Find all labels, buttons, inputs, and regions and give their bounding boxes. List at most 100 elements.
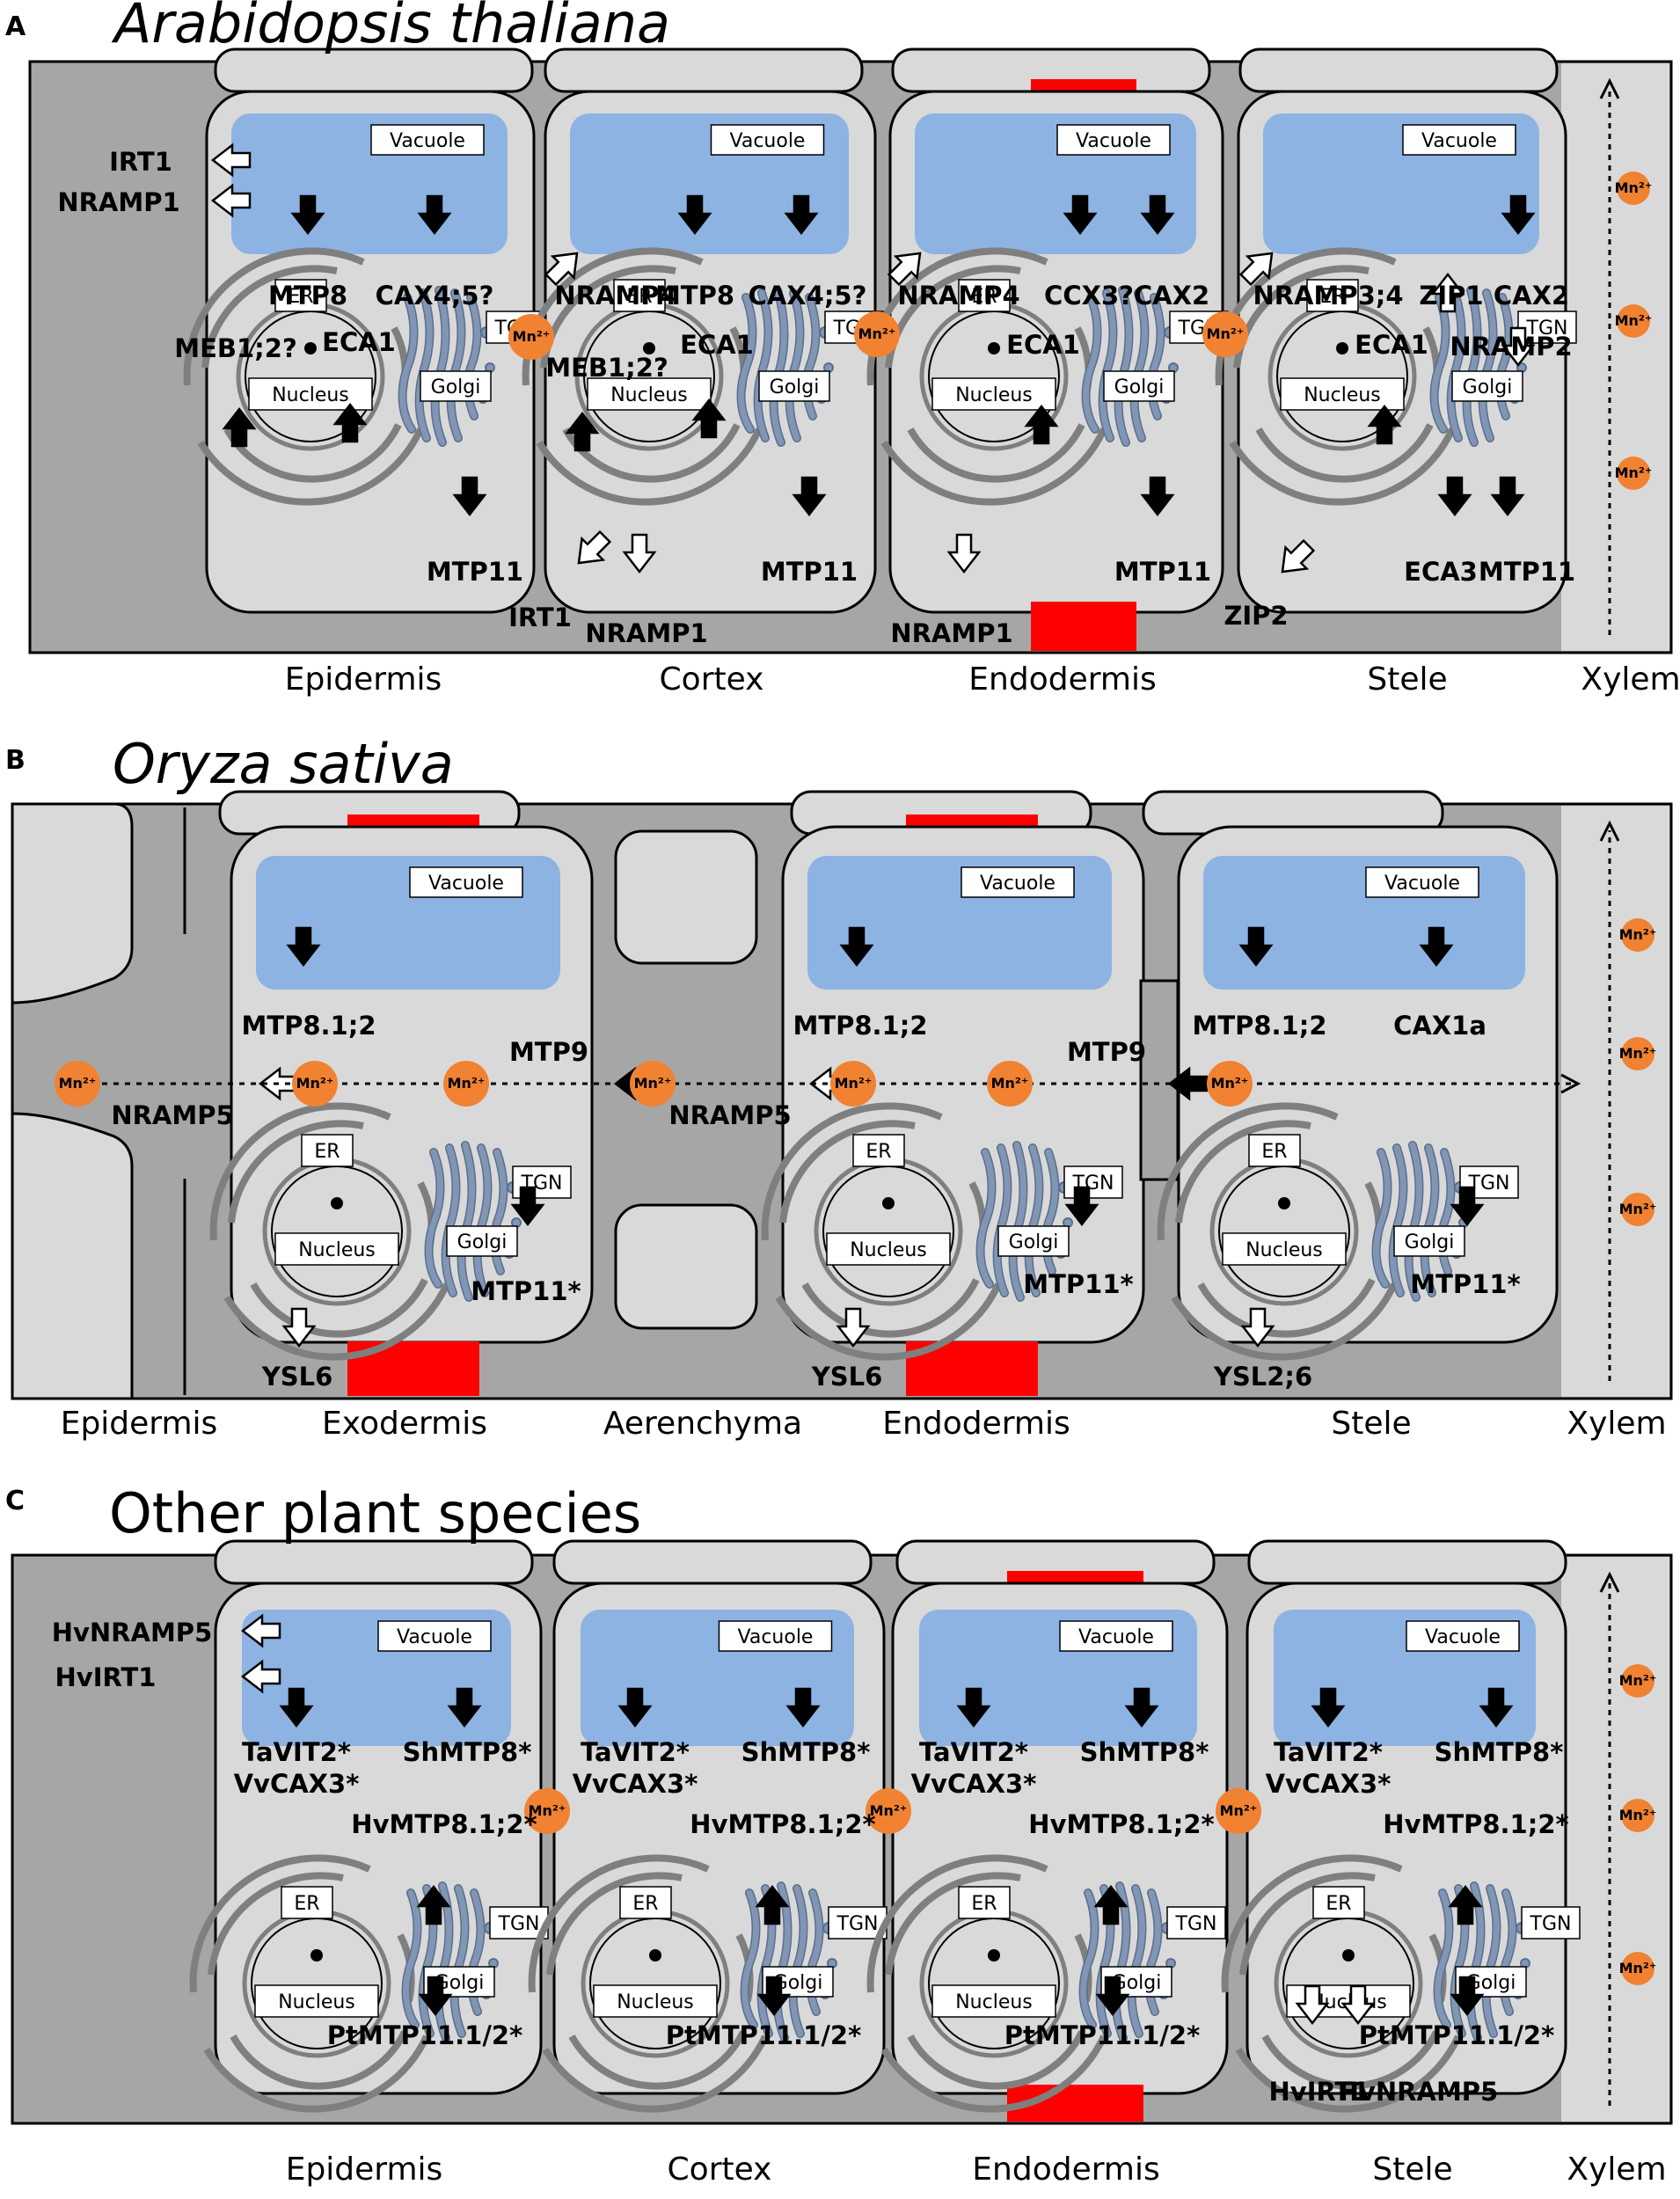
efflux-arrow-icon [956,1687,991,1728]
tissue-label-3: Stele [1372,2152,1452,2188]
nucleolus [310,1949,323,1962]
tgn-box [1521,1906,1581,1940]
gene-label: TaVIT2* [919,1737,1028,1767]
casparian-strip [347,815,479,827]
efflux-arrow-icon [1095,1976,1130,2017]
vacuole-label: Vacuole [1425,1626,1501,1648]
mn-ion-label: Mn²⁺ [59,1075,97,1092]
mn-ion-icon [1621,918,1654,952]
gene-label: ShMTP8* [741,1737,871,1767]
gene-label: HvMTP8.1;2* [1383,1809,1568,1839]
vacuole-box [1059,1620,1173,1652]
nucleus-box [931,377,1056,411]
gene-label: CAX2 [1494,281,1569,310]
er-box [281,1886,333,1919]
nucleus-label: Nucleus [617,1991,694,2013]
nucleolus [882,1197,895,1209]
golgi-box [446,1225,518,1257]
tissue-label-2: Endodermis [972,2152,1159,2188]
er-membrane [1157,1102,1339,1241]
panel-title-b: Oryza sativa [113,732,454,796]
tgn-label: TGN [1530,1913,1572,1935]
er-membrane [779,1120,916,1224]
panel-title-a: Arabidopsis thaliana [111,0,670,55]
gene-label: MTP8.1;2 [793,1011,927,1041]
er-membrane [907,2030,1085,2090]
mn-ion-label: Mn²⁺ [991,1075,1029,1092]
vacuole-box [718,1620,833,1652]
efflux-arrow-icon [332,402,368,443]
golgi-label: Golgi [1009,1231,1059,1253]
golgi-box [1103,370,1175,402]
gene-label: IRT1 [508,603,572,632]
efflux-arrow-icon [756,1976,792,2017]
tissue-label-3: Endodermis [882,1406,1070,1442]
xylem-flow-arrowhead [1599,77,1620,99]
influx-arrow-icon [946,533,982,574]
er-membrane [1229,427,1456,506]
gene-label: MTP11 [1479,557,1575,587]
tissue-label-4: Xylem [1567,2152,1666,2188]
mn-ion-label: Mn²⁺ [1619,1960,1657,1976]
gene-label: NRAMP1 [890,618,1012,648]
mn-ion-label: Mn²⁺ [513,328,551,345]
er-membrane [562,423,741,483]
er-label: ER [1261,1141,1287,1163]
efflux-arrow-icon [452,476,487,517]
er-membrane [546,1872,683,1976]
vacuole-label: Vacuole [1384,873,1460,895]
mn-ion-label: Mn²⁺ [1619,926,1657,943]
tissue-label-0: Epidermis [61,1406,218,1442]
er-membrane [761,1102,943,1241]
efflux-arrow-icon [1140,194,1175,236]
er-box [958,1886,1011,1919]
gene-label: PtMTP11.1/2* [1359,2020,1555,2050]
golgi-label: Golgi [457,1231,508,1253]
er-membrane [223,423,402,483]
mn-ion-icon [1621,1664,1654,1698]
er-membrane [536,427,763,506]
gene-label: IRT1 [109,147,172,177]
er-membrane [228,1120,364,1224]
er-box [619,1886,672,1919]
golgi-box [1393,1225,1465,1257]
influx-arrow-icon [836,1307,871,1348]
efflux-arrow-icon [1124,1687,1159,1728]
er-membrane [1221,1854,1403,1993]
er-box [1312,1886,1365,1919]
influx-arrow-icon [1281,538,1316,573]
er-label: ER [626,286,652,308]
influx-arrow-icon [1295,1984,1330,2026]
mn-ion-icon [443,1061,489,1107]
gene-label: TaVIT2* [581,1737,690,1767]
gene-label: VvCAX3* [1266,1769,1391,1799]
efflux-arrow-icon [1437,476,1472,517]
mn-ion-label: Mn²⁺ [1207,325,1245,342]
efflux-arrow-icon [755,1884,790,1925]
efflux-arrow-icon [1450,1976,1485,2017]
nucleolus [1342,1949,1355,1962]
er-membrane [209,1102,391,1241]
tissue-label-5: Xylem [1567,1406,1666,1442]
er-membrane [907,423,1085,483]
gene-label: MTP11 [761,557,858,587]
efflux-arrow-icon [222,406,257,448]
er-box [1248,1134,1301,1167]
nucleus-box [826,1232,951,1266]
mn-ion-label: Mn²⁺ [1619,1201,1657,1217]
gene-label: NRAMP1 [57,187,179,217]
tissue-label-1: Cortex [668,2152,772,2188]
gene-label: PtMTP11.1/2* [1004,2020,1201,2050]
gene-label: ECA3 [1404,557,1478,587]
gene-label: NRAMP1 [585,618,707,648]
vacuole-label: Vacuole [428,873,504,895]
efflux-arrow-icon [1140,476,1175,517]
neighbor-cell [214,47,534,93]
casparian-strip [1031,79,1136,91]
gene-label: MEB1;2? [545,353,668,383]
gene-label: NRAMP5 [668,1100,791,1130]
vacuole-box [1402,124,1516,156]
gene-label: CAX4;5? [376,281,494,310]
er-membrane [230,2030,408,2090]
